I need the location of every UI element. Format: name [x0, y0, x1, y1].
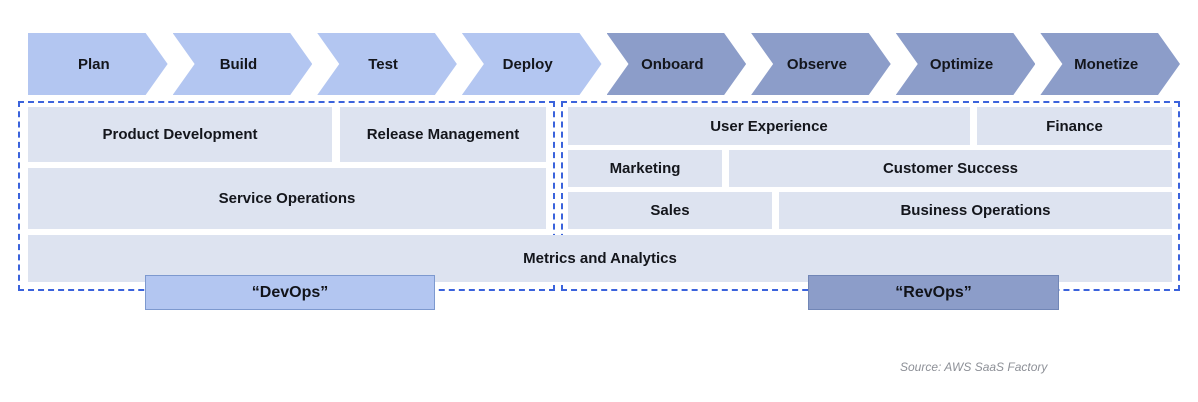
chevron-plan-label: Plan	[77, 55, 110, 73]
chevron-onboard-label: Onboard	[641, 55, 704, 73]
box-service-operations-label: Service Operations	[218, 190, 356, 207]
chevron-optimize: Optimize	[896, 33, 1036, 95]
box-user-experience: User Experience	[568, 107, 970, 145]
box-customer-success-label: Customer Success	[882, 160, 1019, 177]
box-customer-success: Customer Success	[729, 150, 1172, 187]
revops-tag: “RevOps”	[808, 275, 1059, 310]
box-service-operations: Service Operations	[28, 168, 546, 229]
box-metrics-and-analytics-label: Metrics and Analytics	[523, 250, 677, 267]
box-business-operations-label: Business Operations	[900, 202, 1051, 219]
box-product-development: Product Development	[28, 107, 332, 162]
box-user-experience-label: User Experience	[710, 117, 828, 135]
chevron-build: Build	[173, 33, 313, 95]
chevron-test: Test	[317, 33, 457, 95]
box-release-management-label: Release Management	[366, 126, 520, 143]
box-metrics-and-analytics: Metrics and Analytics	[28, 235, 1172, 282]
box-product-development-label: Product Development	[102, 126, 258, 143]
box-sales: Sales	[568, 192, 772, 229]
lifecycle-chevron-bar: Plan Build Test Deploy Onboard Observe O…	[28, 33, 1180, 95]
box-release-management: Release Management	[340, 107, 546, 162]
chevron-onboard: Onboard	[607, 33, 747, 95]
box-marketing: Marketing	[568, 150, 722, 187]
chevron-deploy-label: Deploy	[502, 55, 553, 73]
chevron-deploy: Deploy	[462, 33, 602, 95]
box-business-operations: Business Operations	[779, 192, 1172, 229]
revops-tag-label: “RevOps”	[895, 283, 972, 301]
box-sales-label: Sales	[650, 202, 690, 219]
chevron-monetize-label: Monetize	[1074, 55, 1139, 73]
box-finance: Finance	[977, 107, 1172, 145]
devops-tag: “DevOps”	[145, 275, 435, 310]
box-finance-label: Finance	[1046, 117, 1103, 135]
chevron-monetize: Monetize	[1040, 33, 1180, 95]
chevron-observe: Observe	[751, 33, 891, 95]
chevron-plan: Plan	[28, 33, 168, 95]
box-marketing-label: Marketing	[609, 160, 681, 177]
source-attribution: Source: AWS SaaS Factory	[900, 360, 1048, 374]
chevron-build-label: Build	[219, 55, 258, 73]
devops-tag-label: “DevOps”	[251, 283, 329, 301]
chevron-optimize-label: Optimize	[929, 55, 994, 73]
chevron-observe-label: Observe	[786, 55, 847, 73]
chevron-test-label: Test	[368, 55, 398, 73]
